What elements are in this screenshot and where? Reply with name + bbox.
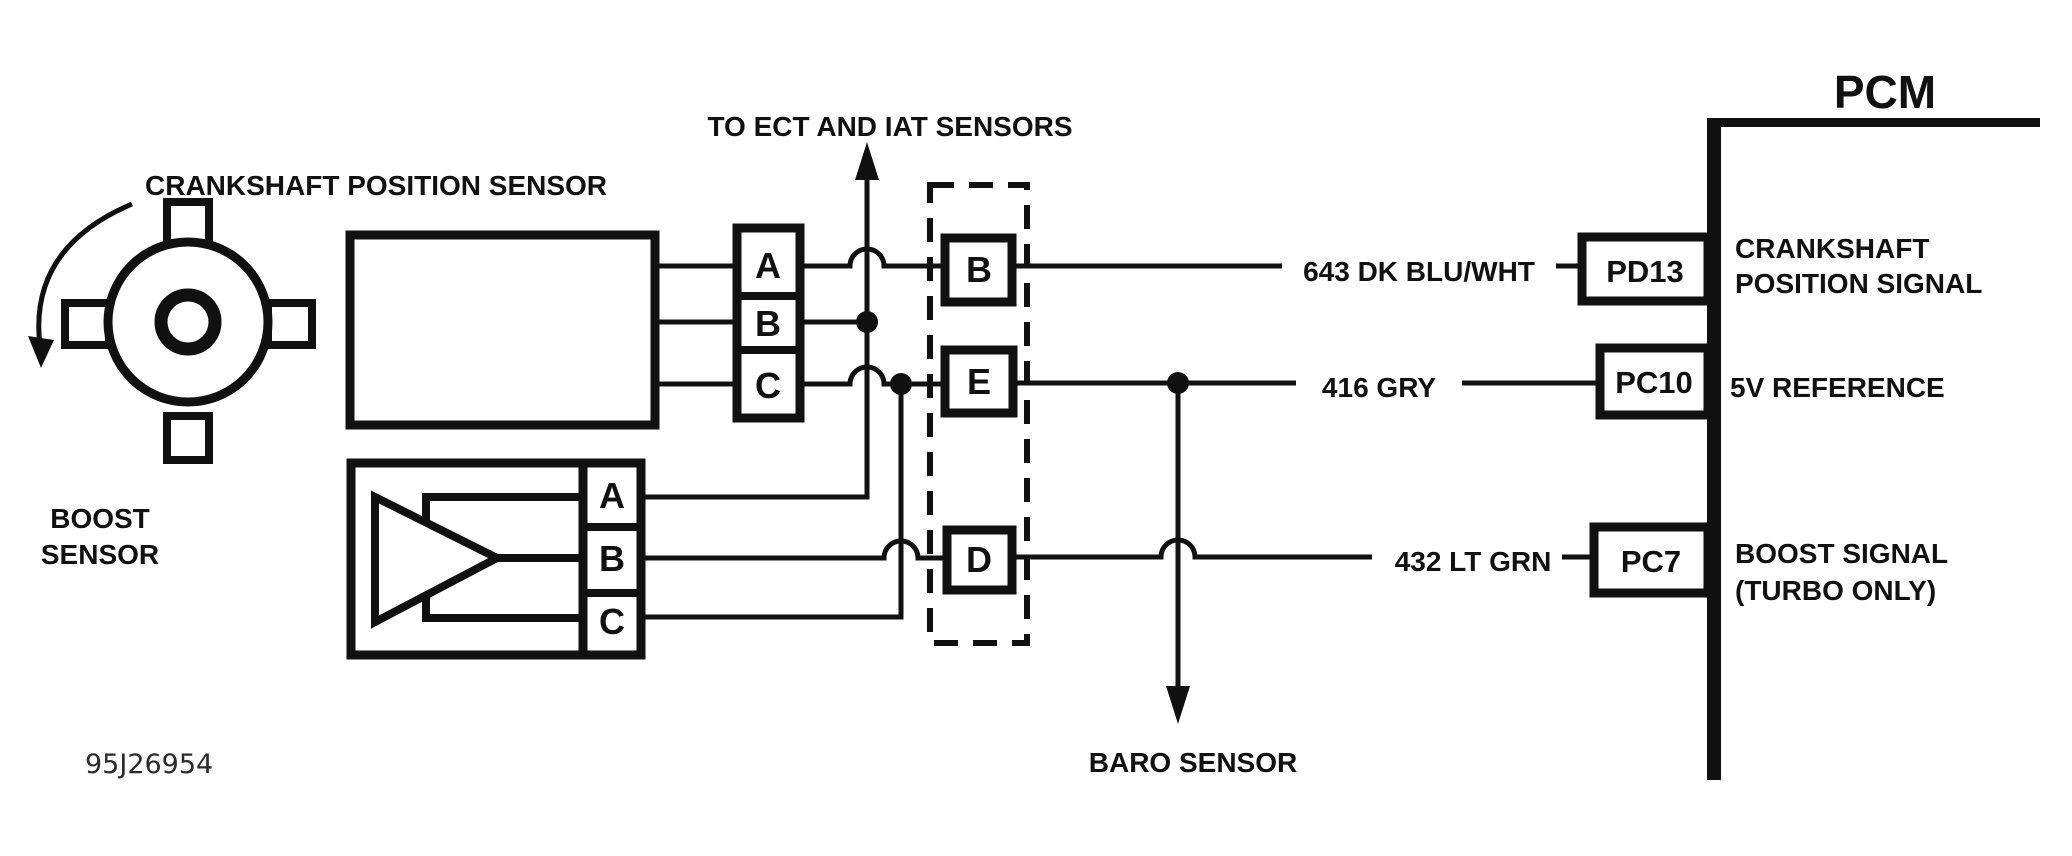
sensor-body-circle: [103, 237, 273, 407]
inline-connector-dashed-outline: [927, 182, 1030, 646]
boost-pin-a: A: [599, 475, 625, 516]
pcm-title: PCM: [1834, 66, 1936, 118]
pcm-signal-pc7-line1: BOOST SIGNAL: [1735, 538, 1948, 569]
crank-pin-a: A: [755, 245, 781, 286]
boost-pin-c: C: [599, 601, 625, 642]
pcm-pin-box-pd13: [1577, 232, 1713, 306]
baro-arrow-head-icon: [1166, 686, 1190, 724]
wire-boost-c-to-5v: [641, 384, 904, 620]
figure-id: 95J26954: [85, 749, 213, 780]
ect-iat-arrow-head-icon: [855, 142, 879, 180]
connector-pin-e: E: [967, 361, 991, 402]
wire-label-643: 643 DK BLU/WHT: [1303, 256, 1535, 287]
sensor-tab-left: [61, 299, 113, 349]
connector-pin-b: B: [966, 249, 992, 290]
sensor-center-ring: [154, 288, 222, 356]
wire-crank-a-to-b: [800, 246, 945, 269]
crank-sensor-label: CRANKSHAFT POSITION SENSOR: [145, 170, 607, 201]
sensor-tab-bottom: [163, 412, 213, 464]
pcm-pin-id-pc7: PC7: [1621, 544, 1681, 579]
wire-boost-b-to-d: [641, 538, 947, 561]
pcm-signal-pc7-line2: (TURBO ONLY): [1735, 575, 1936, 606]
wire-label-432: 432 LT GRN: [1395, 546, 1552, 577]
crank-sensor-pictorial: [28, 198, 316, 464]
baro-label: BARO SENSOR: [1089, 747, 1297, 778]
ect-iat-label: TO ECT AND IAT SENSORS: [707, 111, 1072, 142]
crank-terminal-block: A B C: [732, 223, 805, 423]
wire-label-416: 416 GRY: [1322, 372, 1436, 403]
connector-pin-d: D: [966, 539, 992, 580]
pcm-module: PCM PD13 CRANKSHAFT POSITION SIGNAL PC10…: [1577, 66, 2040, 780]
pcm-signal-pc10-line1: 5V REFERENCE: [1730, 372, 1945, 403]
connector-cavity-b-box: [940, 233, 1017, 307]
wire-crank-c-to-e: [800, 364, 945, 387]
crank-pin-c: C: [755, 365, 781, 406]
junction-dot-ect: [856, 311, 878, 333]
crank-pin-b: B: [755, 303, 781, 344]
pcm-pin-id-pd13: PD13: [1606, 254, 1684, 289]
pcm-top-edge: [1707, 118, 2040, 127]
rotation-arrow-head-icon: [28, 336, 54, 368]
pcm-pin-id-pc10: PC10: [1615, 365, 1693, 400]
boost-sensor-block: A B C: [346, 458, 646, 660]
connector-cavity-d-box: [942, 525, 1017, 595]
sensor-tab-right: [264, 299, 316, 349]
pcm-signal-pd13-line2: POSITION SIGNAL: [1735, 268, 1982, 299]
boost-sensor-label-line2: SENSOR: [41, 539, 159, 570]
pcm-vertical-bar: [1707, 118, 1721, 780]
inline-connector: B E D: [927, 182, 1030, 646]
pcm-pin-box-pc10: [1595, 343, 1713, 420]
boost-sensor-label-line1: BOOST: [50, 503, 150, 534]
ect-iat-branch-wire: [641, 172, 870, 500]
pcm-pin-box-pc7: [1589, 522, 1713, 598]
wire-432-left: [1012, 537, 1372, 560]
rotation-arrow-arc: [36, 201, 133, 347]
connector-cavity-e-box: [940, 345, 1018, 418]
boost-amplifier-triangle-icon: [371, 490, 506, 629]
boost-pin-b: B: [599, 538, 625, 579]
crank-sensor-box: [345, 230, 660, 430]
pcm-signal-pd13-line1: CRANKSHAFT: [1735, 233, 1929, 264]
